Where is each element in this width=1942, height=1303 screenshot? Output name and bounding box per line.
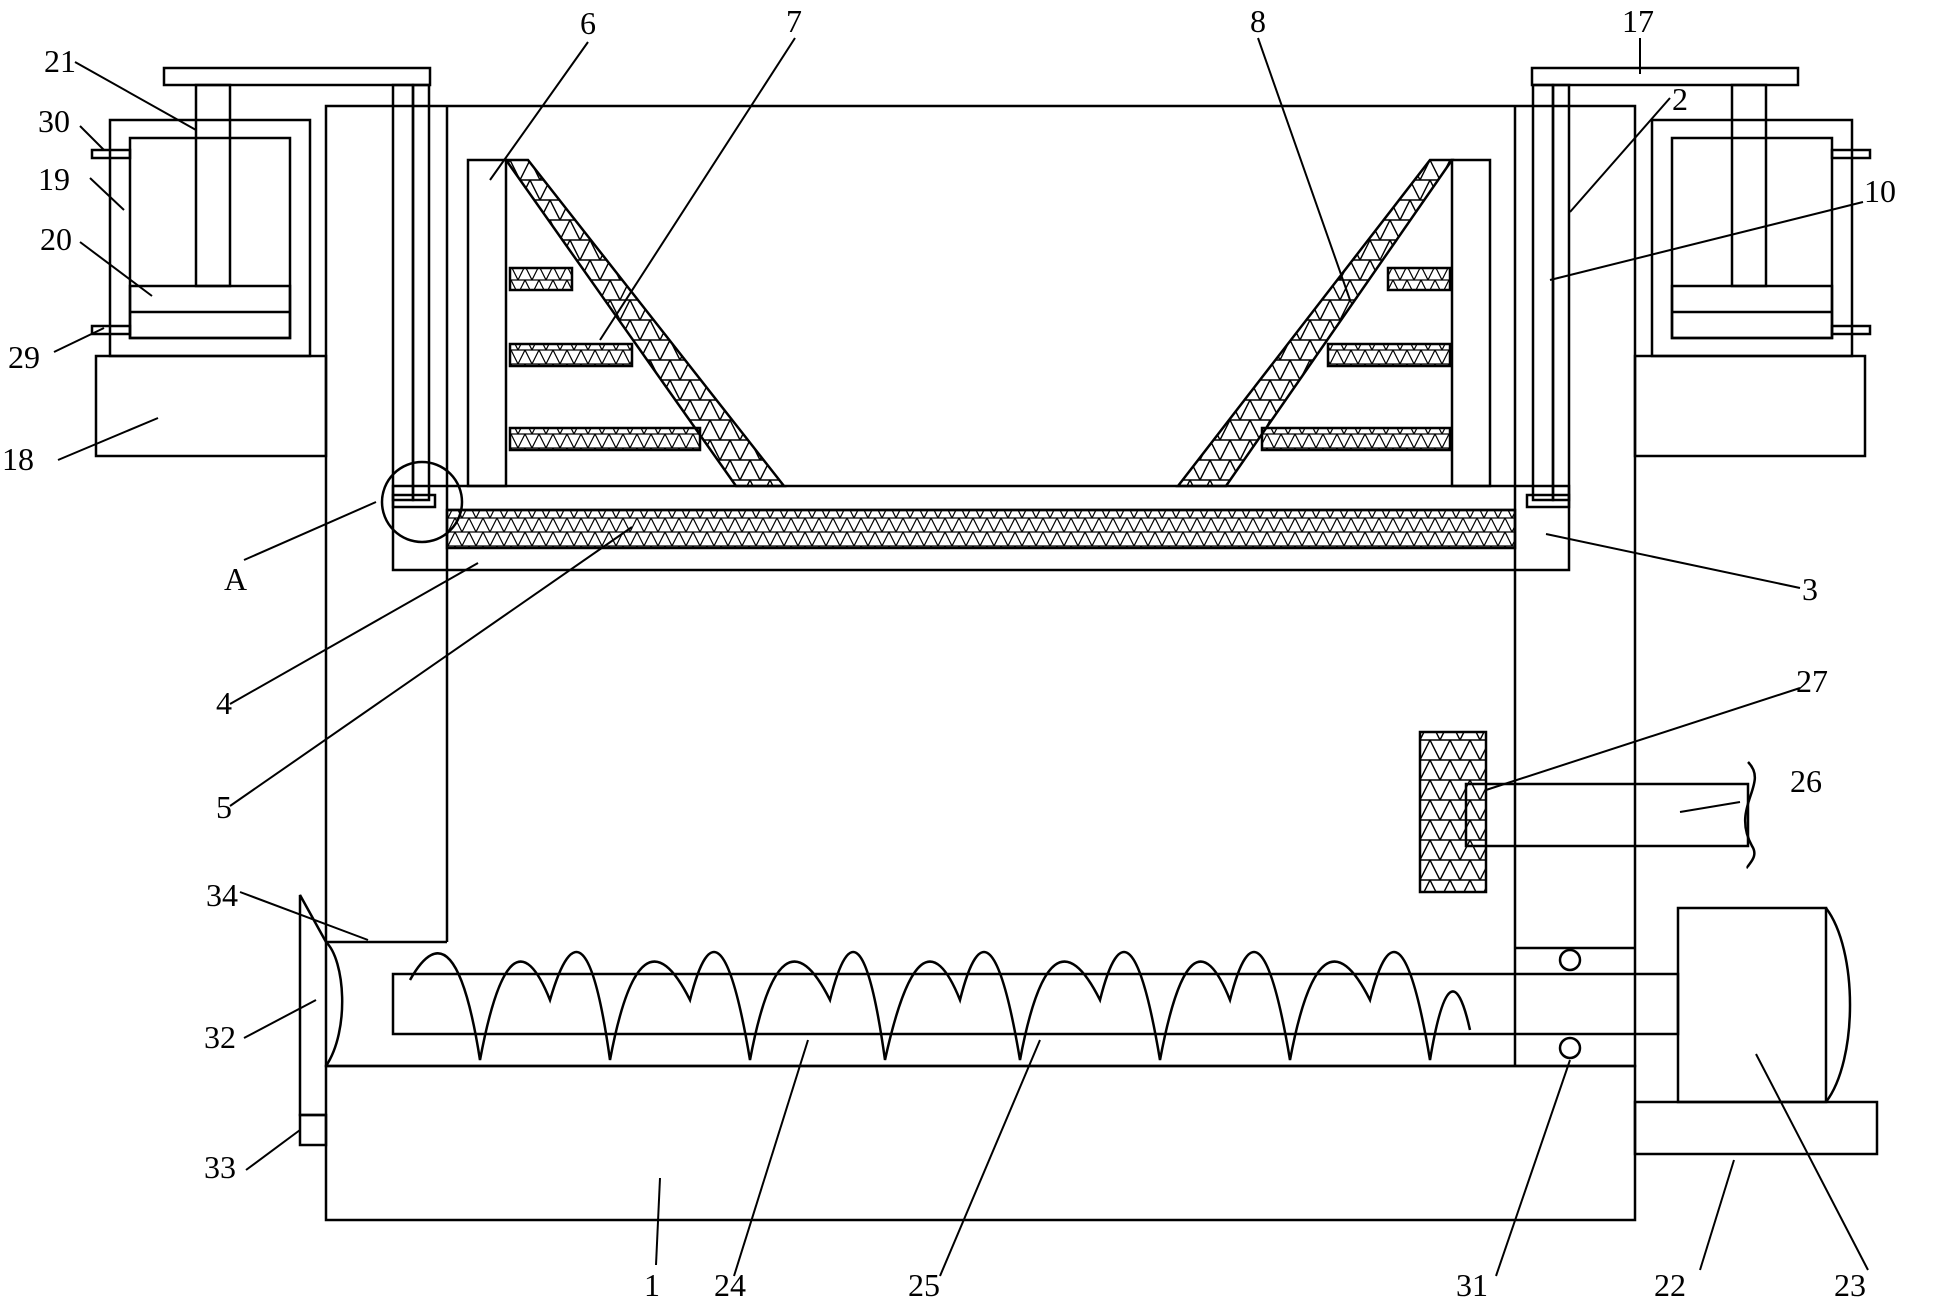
left-side-post [466, 158, 508, 488]
right-rod-outer [1531, 83, 1555, 502]
callout-24: 24 [714, 1267, 746, 1303]
left-piston-rod [194, 83, 232, 288]
callout-29: 29 [8, 339, 40, 375]
motor-support [1633, 1100, 1879, 1156]
callout-8: 8 [1250, 3, 1266, 39]
left-top-plate [162, 66, 432, 87]
right-cylinder-housing [1650, 118, 1854, 358]
base-housing [324, 1064, 1637, 1222]
right-mount-block [1633, 354, 1867, 458]
callout-21: 21 [44, 43, 76, 79]
left-mount-block [94, 354, 328, 458]
callout-10: 10 [1864, 173, 1896, 209]
left-cylinder-housing [108, 118, 312, 358]
right-piston-rod [1730, 83, 1768, 288]
callout-22: 22 [1654, 1267, 1686, 1303]
callout-18: 18 [2, 441, 34, 477]
left-inclined-screen [503, 158, 787, 488]
callout-32: 32 [204, 1019, 236, 1055]
callout-33: 33 [204, 1149, 236, 1185]
right-rod-inner [1551, 83, 1571, 502]
callout-30: 30 [38, 103, 70, 139]
bearing-top [1558, 948, 1582, 972]
right-inclined-screen [1175, 158, 1455, 488]
callout-26: 26 [1790, 763, 1822, 799]
detail-circle-a [380, 460, 464, 544]
callout-3: 3 [1802, 571, 1818, 607]
screw-shaft [391, 972, 1680, 1036]
callout-a: A [224, 561, 247, 597]
left-rod-outer [391, 83, 415, 502]
callout-6: 6 [580, 5, 596, 41]
outlet-pipe [1464, 782, 1750, 848]
callout-17: 17 [1622, 3, 1654, 39]
callout-7: 7 [786, 3, 802, 39]
callout-23: 23 [1834, 1267, 1866, 1303]
callout-1: 1 [644, 1267, 660, 1303]
callout-19: 19 [38, 161, 70, 197]
callout-34: 34 [206, 877, 238, 913]
screen-mesh [445, 508, 1517, 550]
right-side-post [1450, 158, 1492, 488]
main-box [324, 104, 1637, 1068]
motor [1676, 906, 1828, 1104]
bearing-bottom [1558, 1036, 1582, 1060]
right-top-plate [1530, 66, 1800, 87]
screw-flight [408, 950, 1472, 1061]
callout-4: 4 [216, 685, 232, 721]
callout-5: 5 [216, 789, 232, 825]
callout-31: 31 [1456, 1267, 1488, 1303]
left-rod-inner [411, 83, 431, 502]
callout-20: 20 [40, 221, 72, 257]
callout-25: 25 [908, 1267, 940, 1303]
callout-27: 27 [1796, 663, 1828, 699]
filter-block [1418, 730, 1488, 894]
callout-2: 2 [1672, 81, 1688, 117]
